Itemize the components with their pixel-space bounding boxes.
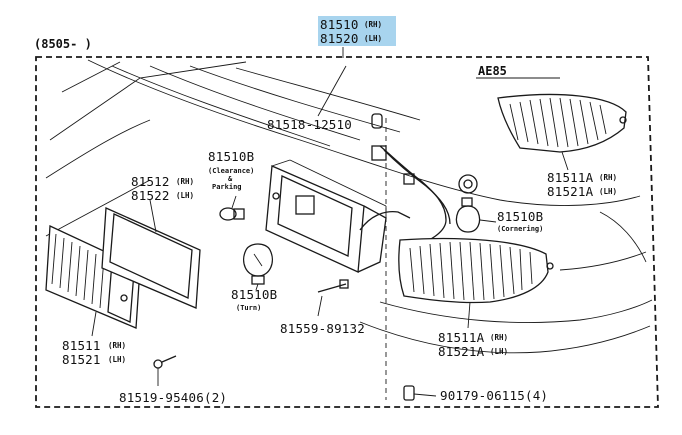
clearance-bulb-caption-1: (Clearance) xyxy=(208,167,254,175)
corner-lens-rh-number[interactable]: 81511A xyxy=(438,330,485,345)
main-part-lh-tag: (LH) xyxy=(364,34,382,43)
gasket-rh-tag: (RH) xyxy=(176,177,194,186)
cornering-bulb-leader xyxy=(479,219,497,223)
ae85-lens-rh-tag: (RH) xyxy=(599,173,617,182)
lens-screw-number[interactable]: 81519-95406(2) xyxy=(119,390,227,405)
corner-lamp-lens[interactable] xyxy=(398,237,554,304)
ae85-lens-lh-tag: (LH) xyxy=(599,187,617,196)
clip-number[interactable]: 90179-06115(4) xyxy=(440,388,548,403)
lens-leader xyxy=(91,311,97,337)
clip-leader xyxy=(413,393,437,397)
cornering-bulb-number[interactable]: 81510B xyxy=(497,209,543,224)
assembly-boundary xyxy=(35,56,659,408)
corner-lens-rh-tag: (RH) xyxy=(490,333,508,342)
clearance-bulb-caption-2: & xyxy=(228,175,233,183)
top-screw-leader xyxy=(317,65,347,117)
main-part-highlight xyxy=(318,16,396,46)
clearance-bulb-number[interactable]: 81510B xyxy=(208,149,254,164)
corner-lens-lh-tag: (LH) xyxy=(490,347,508,356)
vehicle-body-outline xyxy=(45,59,653,354)
gasket-lh-tag: (LH) xyxy=(176,191,194,200)
lens-lh-tag: (LH) xyxy=(108,355,126,364)
mid-screw[interactable] xyxy=(317,279,349,293)
turn-bulb-caption: (Turn) xyxy=(236,304,261,312)
mid-screw-number[interactable]: 81559-89132 xyxy=(280,321,365,336)
turn-bulb-leader xyxy=(255,283,259,291)
lens-screw[interactable] xyxy=(153,355,177,369)
turn-bulb[interactable] xyxy=(243,243,273,285)
bottom-clip[interactable] xyxy=(403,385,415,401)
date-range-label: (8505- ) xyxy=(34,37,92,51)
ae85-corner-lens[interactable] xyxy=(497,93,627,153)
clearance-bulb-caption-3: Parking xyxy=(212,183,242,191)
gasket-lh-number[interactable]: 81522 xyxy=(131,188,170,203)
clearance-bulb-leader xyxy=(231,195,237,209)
ae85-lens-rh-number[interactable]: 81511A xyxy=(547,170,594,185)
main-part-rh-number[interactable]: 81510 xyxy=(320,17,359,32)
cornering-bulb[interactable] xyxy=(455,197,481,233)
main-part-rh-tag: (RH) xyxy=(364,20,382,29)
ae85-lens-lh-number[interactable]: 81521A xyxy=(547,184,594,199)
corner-lens-leader xyxy=(467,301,471,329)
ae85-variant-label: AE85 xyxy=(478,64,507,78)
corner-lens-lh-number[interactable]: 81521A xyxy=(438,344,485,359)
top-screw[interactable] xyxy=(371,113,383,129)
cornering-bulb-caption: (Cornering) xyxy=(497,225,543,233)
lamp-housing[interactable] xyxy=(265,159,387,273)
clearance-bulb[interactable] xyxy=(219,207,245,221)
turn-bulb-number[interactable]: 81510B xyxy=(231,287,277,302)
wiring-harness[interactable] xyxy=(359,145,478,247)
top-screw-number[interactable]: 81518-12510 xyxy=(267,117,352,132)
mid-screw-leader xyxy=(317,295,323,317)
gasket-rh-number[interactable]: 81512 xyxy=(131,174,170,189)
gasket-leader xyxy=(149,199,157,233)
main-part-lh-number[interactable]: 81520 xyxy=(320,31,359,46)
lens-rh-tag: (RH) xyxy=(108,341,126,350)
lens-rh-number[interactable]: 81511 xyxy=(62,338,101,353)
lens-lh-number[interactable]: 81521 xyxy=(62,352,101,367)
gasket[interactable] xyxy=(101,207,201,309)
ae85-lens-leader xyxy=(561,151,569,171)
